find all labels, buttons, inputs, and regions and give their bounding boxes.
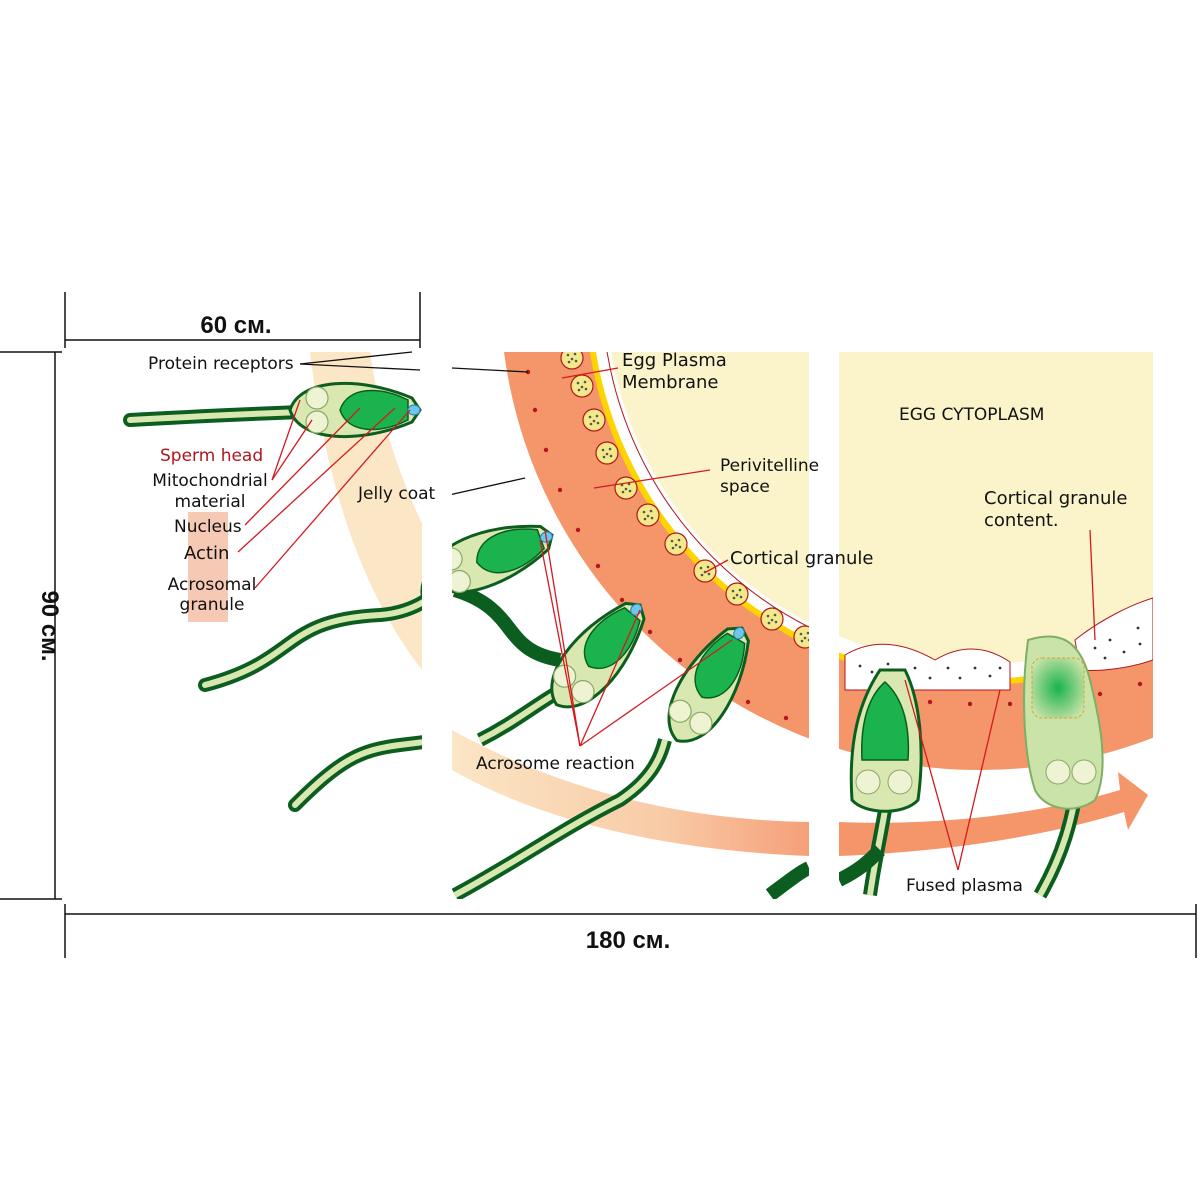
label-acrosomal-2: granule: [180, 595, 245, 615]
label-mitochondrial-1: Mitochondrial: [152, 471, 267, 491]
pointer-lines: [237, 351, 1096, 871]
label-cortical-granule: Cortical granule: [730, 548, 873, 569]
panel-width-label: 60 см.: [200, 312, 271, 339]
label-perivitelline-2: space: [720, 477, 770, 497]
label-cortical-content-2: content.: [984, 510, 1059, 531]
label-egg-cytoplasm: EGG CYTOPLASM: [899, 405, 1044, 425]
panel-gap-2: [809, 352, 839, 900]
panel-middle: [452, 352, 809, 899]
label-protein-receptors: Protein receptors: [148, 354, 294, 374]
label-cortical-content-1: Cortical granule: [984, 488, 1127, 509]
label-fused-plasma: Fused plasma: [906, 876, 1023, 896]
label-egg-plasma-1: Egg Plasma: [622, 350, 727, 371]
label-egg-plasma-2: Membrane: [622, 372, 718, 393]
panel-left: [65, 352, 422, 899]
panel-gap-1: [422, 352, 452, 900]
height-label: 90 см.: [36, 590, 63, 661]
label-mitochondrial-2: material: [175, 492, 246, 512]
label-acrosome-reaction: Acrosome reaction: [476, 754, 635, 774]
label-perivitelline-1: Perivitelline: [720, 456, 819, 476]
total-width-label: 180 см.: [586, 927, 670, 954]
label-jelly-coat: Jelly coat: [357, 484, 436, 504]
label-acrosomal-1: Acrosomal: [168, 575, 257, 595]
panel-right-content: [839, 352, 1153, 899]
label-nucleus: Nucleus: [174, 517, 242, 537]
label-sperm-head: Sperm head: [160, 446, 263, 466]
label-actin: Actin: [184, 543, 229, 564]
dimension-lines: [0, 292, 1197, 958]
